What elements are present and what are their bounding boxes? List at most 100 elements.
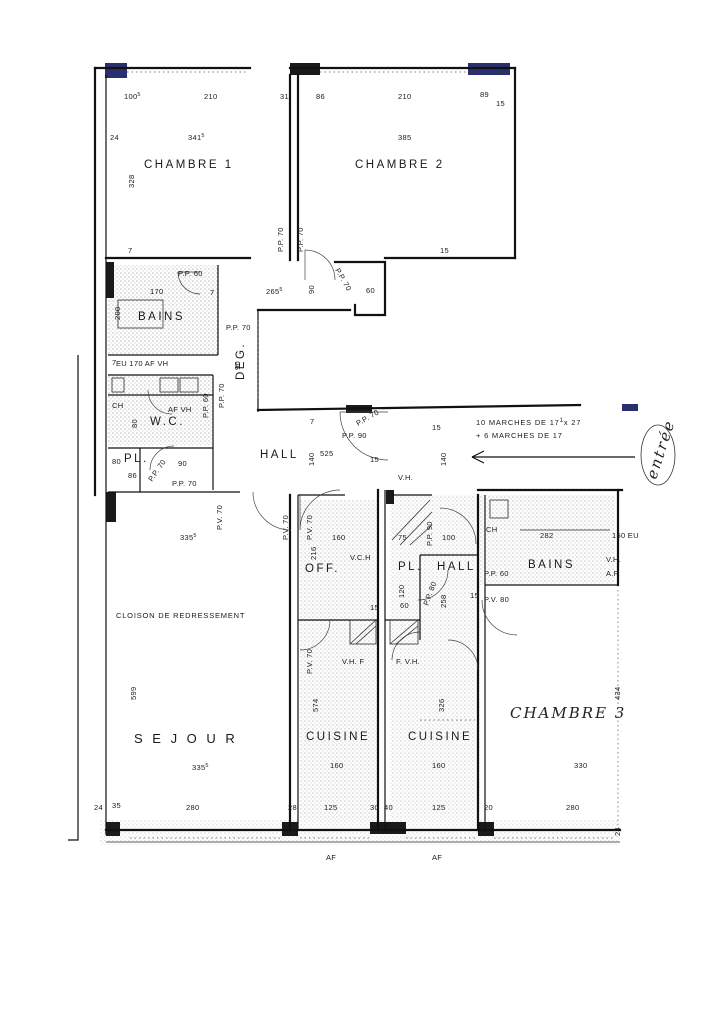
dim-label: 90 (233, 361, 242, 370)
dim-label: 258 (439, 595, 448, 608)
room-chambre-2: CHAMBRE 2 (355, 159, 445, 171)
tiled-zones (100, 265, 620, 845)
dim-label: 330 (574, 761, 587, 770)
dim-label: 7 (112, 358, 116, 367)
dim-label: P.P. 70 (296, 227, 305, 252)
dim-label: 280 (566, 803, 579, 812)
dim-label: 80 (112, 457, 121, 466)
dim-label: A.F. (606, 569, 620, 578)
dim-label: 160 (332, 533, 345, 542)
dim-label: 30 (370, 803, 379, 812)
dimension-labels: 1005 210 24 3415 328 7 31 86 210 89 15 3… (94, 90, 639, 862)
dim-label: 3355 (192, 763, 209, 772)
room-chambre-1: CHAMBRE 1 (144, 159, 234, 171)
room-sejour: S E J O U R (134, 731, 238, 746)
room-pl-right: PL. (398, 561, 423, 573)
dim-label: CH (486, 525, 497, 534)
dim-label: 15 (432, 423, 441, 432)
dim-label: 385 (398, 133, 411, 142)
dim-label: V.H. (398, 473, 413, 482)
dim-label: 7 (210, 288, 214, 297)
room-deg: DEG. (235, 342, 247, 380)
dim-label: P.V. 70 (305, 515, 314, 540)
dim-label: P.P. 60 (178, 269, 203, 278)
dim-label: 125 (324, 803, 337, 812)
room-bains-left: BAINS (138, 311, 185, 323)
dim-label: P.V. 70 (305, 649, 314, 674)
dim-label: CH (112, 401, 123, 410)
partition-note: CLOISON DE REDRESSEMENT (116, 611, 245, 620)
dim-label: P.P. 70 (146, 458, 168, 483)
dim-label: 86 (316, 92, 325, 101)
walls (68, 66, 624, 843)
dim-label: 2655 (266, 287, 283, 296)
dim-label: V.H. F (342, 657, 364, 666)
dim-label: 525 (320, 449, 333, 458)
dim-label: 24 (613, 827, 622, 836)
room-off: OFF. (305, 563, 340, 575)
dim-label: AF (432, 853, 442, 862)
dim-label: 90 (307, 285, 316, 294)
dim-label: P.P. 60 (484, 569, 509, 578)
entrance-note: entrée (643, 417, 679, 481)
dim-label: 210 (398, 92, 411, 101)
room-chambre-3: CHAMBRE 3 (510, 704, 626, 722)
stairs-note-1: 10 MARCHES DE 171x 27 (476, 418, 581, 427)
dim-label: 120 (397, 585, 406, 598)
room-wc: W.C. (150, 416, 185, 428)
dim-label: F. V.H. (396, 657, 420, 666)
dim-label: 326 (437, 699, 446, 712)
room-bains-right: BAINS (528, 559, 575, 571)
dim-label: 200 (113, 307, 122, 320)
dim-label: 100 (442, 533, 455, 542)
dim-label: 140 (439, 453, 448, 466)
dim-label: V.C.H (350, 553, 371, 562)
room-cuisine-2: CUISINE (408, 731, 472, 743)
dim-label: P.P. 70 (217, 383, 226, 408)
dim-label: 15 (370, 603, 379, 612)
dim-label: 90 (178, 459, 187, 468)
dim-label: 280 (186, 803, 199, 812)
room-labels: CHAMBRE 1 CHAMBRE 2 BAINS DEG. W.C. PL. … (124, 159, 626, 746)
dim-label: 328 (127, 175, 136, 188)
dim-label: 170 (150, 287, 163, 296)
dim-label: 24 (94, 803, 103, 812)
dim-label: P.V. 80 (484, 595, 509, 604)
dim-label: 40 (384, 803, 393, 812)
dim-label: 7 (128, 246, 132, 255)
window-marks (127, 71, 619, 839)
dim-label: 150 EU (612, 531, 639, 540)
dim-label: EU 170 AF VH (116, 359, 168, 368)
stairs-note-2: + 6 MARCHES DE 17 (476, 431, 563, 440)
dim-label: P.P. 90 (342, 431, 367, 440)
room-pl-left: PL. (124, 453, 149, 465)
dim-label: 210 (204, 92, 217, 101)
dim-label: 3415 (188, 133, 205, 142)
dim-label: 60 (366, 286, 375, 295)
dim-label: P.P. 60 (201, 393, 210, 418)
dim-label: P.P. 70 (226, 323, 251, 332)
dim-label: 216 (309, 547, 318, 560)
room-hall-right: HALL (437, 561, 476, 573)
dim-label: 31 (280, 92, 289, 101)
dim-label: 86 (128, 471, 137, 480)
room-hall: HALL (260, 449, 299, 461)
dim-label: 160 (330, 761, 343, 770)
room-cuisine-1: CUISINE (306, 731, 370, 743)
dim-label: AF (326, 853, 336, 862)
dim-label: 20 (484, 803, 493, 812)
dim-label: 434 (613, 687, 622, 700)
dim-label: 60 (400, 601, 409, 610)
dim-label: 80 (130, 419, 139, 428)
dim-label: 599 (129, 687, 138, 700)
dim-label: 24 (110, 133, 119, 142)
dim-label: 140 (307, 453, 316, 466)
dim-label: P.P. 70 (276, 227, 285, 252)
dim-label: P.P. 70 (172, 479, 197, 488)
dim-label: 282 (540, 531, 553, 540)
dim-label: AF VH (168, 405, 192, 414)
dim-label: 75 (398, 533, 407, 542)
dim-label: 1005 (124, 92, 141, 101)
dim-label: 160 (432, 761, 445, 770)
